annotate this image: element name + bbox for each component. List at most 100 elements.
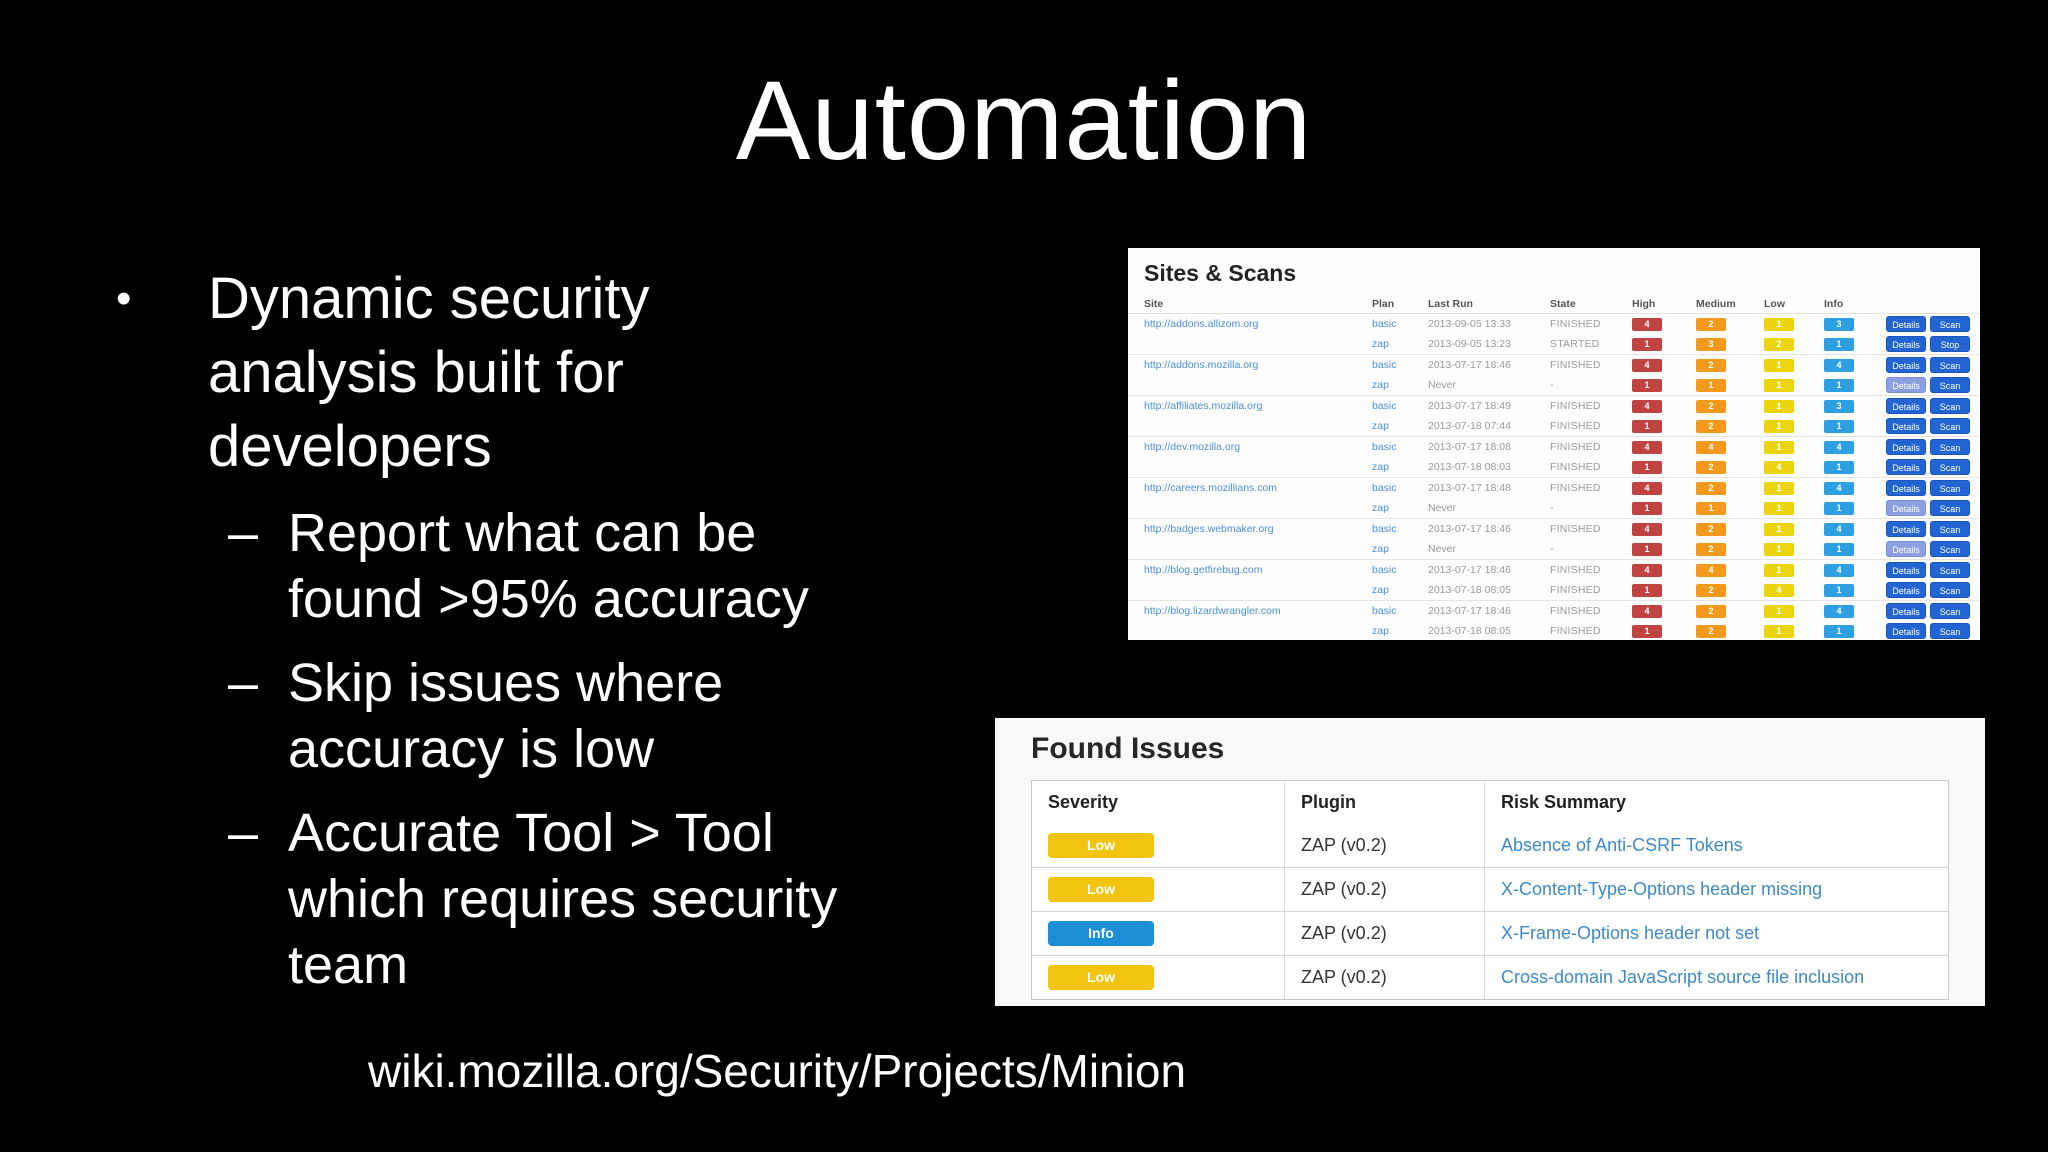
plan-link[interactable]: basic	[1372, 482, 1397, 494]
scan-button[interactable]: Scan	[1930, 398, 1970, 414]
last-run-cell: 2013-07-17 18:46	[1428, 564, 1511, 576]
low-count-badge: 1	[1764, 542, 1794, 556]
low-count-badge: 1	[1764, 399, 1794, 413]
scan-button[interactable]: Scan	[1930, 603, 1970, 619]
plan-link[interactable]: zap	[1372, 543, 1389, 555]
site-link[interactable]: http://badges.webmaker.org	[1144, 523, 1274, 535]
column-header-last-run: Last Run	[1428, 298, 1473, 310]
scan-button[interactable]: Scan	[1930, 623, 1970, 639]
details-button[interactable]: Details	[1886, 562, 1926, 578]
details-button[interactable]: Details	[1886, 398, 1926, 414]
plan-link[interactable]: zap	[1372, 338, 1389, 350]
plan-link[interactable]: basic	[1372, 564, 1397, 576]
plan-link[interactable]: zap	[1372, 584, 1389, 596]
last-run-cell: 2013-07-17 18:46	[1428, 605, 1511, 617]
plan-link[interactable]: zap	[1372, 502, 1389, 514]
medium-count-badge: 2	[1696, 317, 1726, 331]
details-button[interactable]: Details	[1886, 357, 1926, 373]
plan-link[interactable]: basic	[1372, 359, 1397, 371]
table-row: http://affiliates.mozilla.org basic 2013…	[1128, 395, 1980, 416]
row-actions: Details Scan	[1886, 562, 1970, 578]
last-run-cell: 2013-07-17 18:46	[1428, 359, 1511, 371]
site-link[interactable]: http://addons.allizom.org	[1144, 318, 1259, 330]
medium-count-badge: 1	[1696, 378, 1726, 392]
table-row: zap 2013-07-18 08:05 FINISHED 1 2 1 1 De…	[1128, 621, 1980, 640]
details-button[interactable]: Details	[1886, 316, 1926, 332]
found-issues-header-row: Severity Plugin Risk Summary	[1032, 781, 1948, 824]
plan-link[interactable]: basic	[1372, 523, 1397, 535]
table-row: http://addons.mozilla.org basic 2013-07-…	[1128, 354, 1980, 375]
details-button[interactable]: Details	[1886, 459, 1926, 475]
risk-summary-link[interactable]: X-Frame-Options header not set	[1501, 923, 1760, 943]
scan-button[interactable]: Scan	[1930, 541, 1970, 557]
site-link[interactable]: http://careers.mozillians.com	[1144, 482, 1278, 494]
site-link[interactable]: http://blog.lizardwrangler.com	[1144, 605, 1281, 617]
site-link[interactable]: http://dev.mozilla.org	[1144, 441, 1241, 453]
low-count-badge: 1	[1764, 481, 1794, 495]
plan-link[interactable]: basic	[1372, 605, 1397, 617]
medium-count-badge: 2	[1696, 481, 1726, 495]
last-run-cell: 2013-07-18 07:44	[1428, 420, 1511, 432]
scan-button[interactable]: Scan	[1930, 521, 1970, 537]
details-button[interactable]: Details	[1886, 336, 1926, 352]
site-link[interactable]: http://addons.mozilla.org	[1144, 359, 1259, 371]
risk-summary-link[interactable]: Absence of Anti-CSRF Tokens	[1501, 835, 1743, 855]
details-button[interactable]: Details	[1886, 541, 1926, 557]
scan-button[interactable]: Scan	[1930, 377, 1970, 393]
scan-button[interactable]: Stop	[1930, 336, 1970, 352]
row-actions: Details Scan	[1886, 582, 1970, 598]
details-button[interactable]: Details	[1886, 582, 1926, 598]
low-count-badge: 4	[1764, 583, 1794, 597]
table-row: Info ZAP (v0.2) X-Frame-Options header n…	[1032, 911, 1948, 955]
info-count-badge: 1	[1824, 337, 1854, 351]
row-actions: Details Stop	[1886, 336, 1970, 352]
low-count-badge: 4	[1764, 460, 1794, 474]
scan-button[interactable]: Scan	[1930, 582, 1970, 598]
list-item: • Dynamic security analysis built for de…	[108, 262, 828, 484]
details-button[interactable]: Details	[1886, 521, 1926, 537]
state-cell: FINISHED	[1550, 400, 1601, 412]
scan-button[interactable]: Scan	[1930, 459, 1970, 475]
risk-summary-link[interactable]: Cross-domain JavaScript source file incl…	[1501, 967, 1865, 987]
plan-link[interactable]: basic	[1372, 318, 1397, 330]
low-count-badge: 1	[1764, 563, 1794, 577]
scan-button[interactable]: Scan	[1930, 418, 1970, 434]
last-run-cell: Never	[1428, 379, 1457, 391]
details-button[interactable]: Details	[1886, 623, 1926, 639]
plan-link[interactable]: zap	[1372, 379, 1389, 391]
scan-button[interactable]: Scan	[1930, 316, 1970, 332]
plan-link[interactable]: basic	[1372, 441, 1397, 453]
plan-link[interactable]: basic	[1372, 400, 1397, 412]
scan-button[interactable]: Scan	[1930, 439, 1970, 455]
details-button[interactable]: Details	[1886, 439, 1926, 455]
plan-link[interactable]: zap	[1372, 461, 1389, 473]
details-button[interactable]: Details	[1886, 480, 1926, 496]
site-link[interactable]: http://affiliates.mozilla.org	[1144, 400, 1263, 412]
bullet-text: Dynamic security analysis built for deve…	[208, 266, 650, 479]
last-run-cell: Never	[1428, 543, 1457, 555]
info-count-badge: 1	[1824, 501, 1854, 515]
scan-button[interactable]: Scan	[1930, 357, 1970, 373]
sites-scans-panel: Sites & Scans Site Plan Last Run State H…	[1128, 248, 1980, 640]
details-button[interactable]: Details	[1886, 500, 1926, 516]
last-run-cell: 2013-07-18 08:03	[1428, 461, 1511, 473]
plan-link[interactable]: zap	[1372, 420, 1389, 432]
details-button[interactable]: Details	[1886, 377, 1926, 393]
scan-button[interactable]: Scan	[1930, 562, 1970, 578]
details-button[interactable]: Details	[1886, 418, 1926, 434]
plan-link[interactable]: zap	[1372, 625, 1389, 637]
state-cell: FINISHED	[1550, 441, 1601, 453]
row-actions: Details Scan	[1886, 541, 1970, 557]
state-cell: -	[1550, 502, 1554, 514]
state-cell: STARTED	[1550, 338, 1600, 350]
high-count-badge: 4	[1632, 358, 1662, 372]
high-count-badge: 4	[1632, 440, 1662, 454]
state-cell: FINISHED	[1550, 625, 1601, 637]
state-cell: FINISHED	[1550, 605, 1601, 617]
scan-button[interactable]: Scan	[1930, 500, 1970, 516]
scan-button[interactable]: Scan	[1930, 480, 1970, 496]
site-link[interactable]: http://blog.getfirebug.com	[1144, 564, 1263, 576]
risk-summary-link[interactable]: X-Content-Type-Options header missing	[1501, 879, 1823, 899]
details-button[interactable]: Details	[1886, 603, 1926, 619]
dash-icon: –	[228, 653, 259, 713]
